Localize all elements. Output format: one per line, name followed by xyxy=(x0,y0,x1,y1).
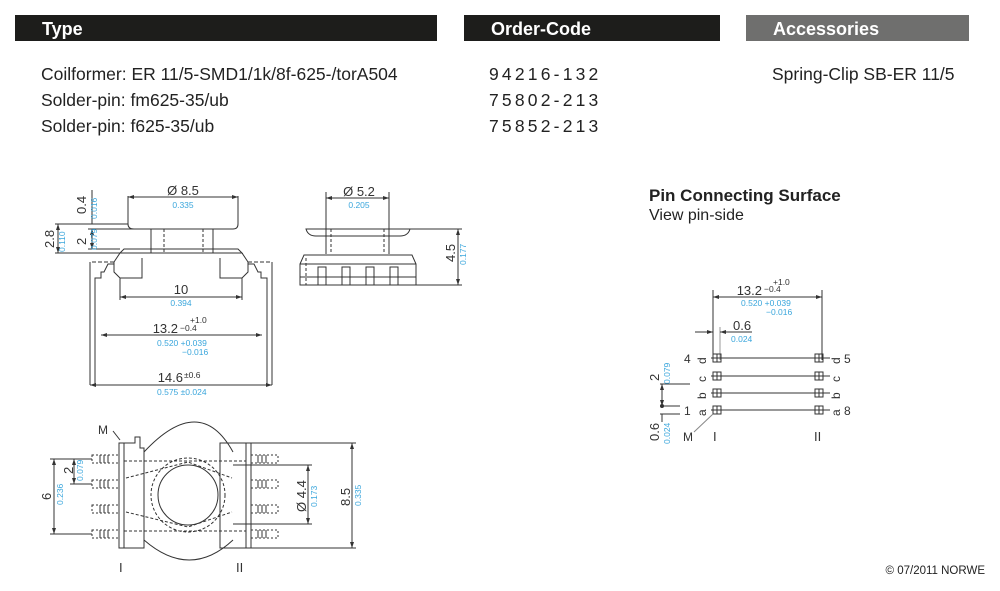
ps-width-in: 0.520 +0.039 xyxy=(741,298,791,308)
type-row-solder-pin-2: Solder-pin: f625-35/ub xyxy=(41,116,214,137)
ps-offset-in: 0.024 xyxy=(662,422,672,444)
type-value: f625-35/ub xyxy=(130,116,215,136)
top-pitch-mm: 2 xyxy=(61,467,76,474)
ps-left-letter: c xyxy=(695,376,709,382)
top-view-drawing xyxy=(50,421,356,561)
top-marker-m: M xyxy=(98,423,108,437)
flange-thickness-mm: 0.4 xyxy=(74,196,89,214)
ps-right-letter: a xyxy=(829,409,843,416)
pin-span-in-minus: −0.016 xyxy=(182,347,209,357)
pin-span-tol-minus: −0.4 xyxy=(180,323,197,333)
ps-right-num-5: 5 xyxy=(844,352,851,366)
ps-pitch-mm: 2 xyxy=(647,374,662,381)
ps-marker-m: M xyxy=(683,430,693,444)
base-width-in: 0.394 xyxy=(170,298,192,308)
flange-dia-mm: Ø 8.5 xyxy=(167,183,199,198)
order-code-1: 94216-132 xyxy=(489,64,602,84)
end-height-mm: 4.5 xyxy=(443,244,458,262)
order-code-header: Order-Code xyxy=(464,15,720,41)
copyright: © 07/2011 NORWE xyxy=(885,565,985,577)
end-height-in: 0.177 xyxy=(458,243,468,265)
flange-dia-in: 0.335 xyxy=(172,200,194,210)
top-view-labels: M 6 0.236 2 0.079 Ø 4.4 0.173 8.5 0.335 … xyxy=(39,423,363,575)
top-bore-mm: Ø 4.4 xyxy=(294,480,309,512)
top-view-pins-left xyxy=(91,454,120,539)
ps-left-letter: b xyxy=(695,392,709,399)
pin-span-tol-plus: +1.0 xyxy=(190,315,207,325)
type-label: Solder-pin: xyxy=(41,90,126,110)
ps-right-num-8: 8 xyxy=(844,404,851,418)
type-row-coilformer: Coilformer: ER 11/5-SMD1/1k/8f-625-/torA… xyxy=(41,64,398,85)
ps-left-num-4: 1 xyxy=(684,404,691,418)
side-view-drawing xyxy=(55,190,273,387)
side-flange-top xyxy=(127,196,239,230)
ps-width-tol-minus: −0.4 xyxy=(764,284,781,294)
type-header: Type xyxy=(15,15,437,41)
top-height-in: 0.335 xyxy=(353,484,363,506)
pin-surface-title: Pin Connecting Surface xyxy=(649,186,841,205)
overall-width-tol: ±0.6 xyxy=(184,370,201,380)
ps-offset-mm: 0.6 xyxy=(647,423,662,441)
order-code-2: 75802-213 xyxy=(489,90,602,110)
overall-width-in: 0.575 ±0.024 xyxy=(157,387,207,397)
ps-left-num-1: 4 xyxy=(684,352,691,366)
core-height-in: 0.079 xyxy=(89,228,99,250)
pin-surface-subtitle: View pin-side xyxy=(649,207,744,224)
top-height-mm: 8.5 xyxy=(338,488,353,506)
type-value: fm625-35/ub xyxy=(130,90,229,110)
pin-span-in: 0.520 +0.039 xyxy=(157,338,207,348)
top-bore-in: 0.173 xyxy=(309,485,319,507)
ps-right-letter: d xyxy=(829,357,843,364)
pin-surface-drawing xyxy=(660,290,830,433)
type-label: Coilformer: xyxy=(41,64,127,84)
ps-pitch-in: 0.079 xyxy=(662,362,672,384)
pin-span-mm: 13.2 xyxy=(153,321,178,336)
overall-width-mm: 14.6 xyxy=(158,370,183,385)
end-dia-in: 0.205 xyxy=(348,200,370,210)
total-height-in: 0.110 xyxy=(57,231,67,252)
type-value: ER 11/5-SMD1/1k/8f-625-/torA504 xyxy=(131,64,398,84)
ps-pin-mm: 0.6 xyxy=(733,318,751,333)
top-span-mm: 6 xyxy=(39,493,54,500)
order-code-3: 75852-213 xyxy=(489,116,602,136)
ps-side-right: II xyxy=(814,429,821,444)
ps-width-in-minus: −0.016 xyxy=(766,307,793,317)
accessory-item: Spring-Clip SB-ER 11/5 xyxy=(772,64,955,84)
ps-left-letter: d xyxy=(695,357,709,364)
accessories-header: Accessories xyxy=(746,15,969,41)
ps-right-letter: b xyxy=(829,392,843,399)
end-view-labels: Ø 5.2 0.205 4.5 0.177 xyxy=(343,184,468,265)
ps-side-left: I xyxy=(713,429,717,444)
core-height-mm: 2 xyxy=(74,238,89,245)
ps-pin-in: 0.024 xyxy=(731,334,753,344)
top-side-right: II xyxy=(236,560,243,575)
end-view-drawing xyxy=(299,192,462,286)
total-height-mm: 2.8 xyxy=(42,230,57,248)
ps-left-letter: a xyxy=(695,409,709,416)
side-view-labels: Ø 8.5 0.335 0.4 0.016 2.8 0.110 2 0.079 … xyxy=(42,183,209,397)
end-dia-mm: Ø 5.2 xyxy=(343,184,375,199)
flange-thickness-in: 0.016 xyxy=(89,197,99,219)
ps-width-mm: 13.2 xyxy=(737,283,762,298)
top-pitch-in: 0.079 xyxy=(75,459,85,481)
top-view-pins-right xyxy=(250,454,279,539)
base-width-mm: 10 xyxy=(174,282,188,297)
pin-rows xyxy=(711,353,830,415)
top-side-left: I xyxy=(119,560,123,575)
ps-right-letter: c xyxy=(829,376,843,382)
pin-surface-labels: +1.0 13.2 −0.4 0.520 +0.039 −0.016 0.6 0… xyxy=(647,277,851,444)
top-span-in: 0.236 xyxy=(55,483,65,505)
ps-width-tol-plus: +1.0 xyxy=(773,277,790,287)
type-label: Solder-pin: xyxy=(41,116,126,136)
type-row-solder-pin-1: Solder-pin: fm625-35/ub xyxy=(41,90,229,111)
